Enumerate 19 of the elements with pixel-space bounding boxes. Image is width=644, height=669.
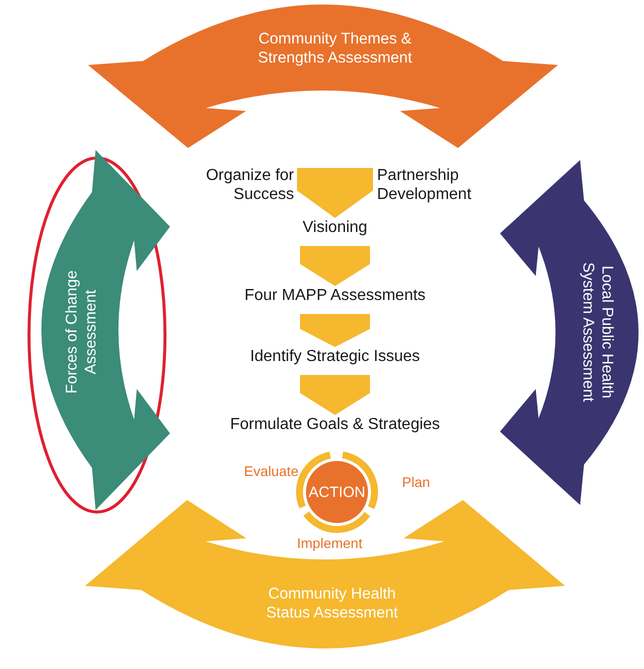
chevron-arrow — [297, 168, 373, 218]
step-label: Visioning — [302, 218, 368, 238]
stage-label: Community Themes & Strengths Assessment — [256, 30, 414, 68]
chevron-arrow — [300, 375, 370, 415]
step-label: Partnership Development — [377, 166, 472, 204]
cycle-step-label: Evaluate — [244, 463, 298, 479]
step-label: Four MAPP Assessments — [243, 286, 427, 306]
step-label: Formulate Goals & Strategies — [229, 415, 441, 434]
step-label: Organize for Success — [204, 166, 294, 204]
stage-label: Forces of Change Assessment — [62, 269, 101, 396]
cycle-step-label: Implement — [297, 535, 362, 551]
action-circle — [306, 461, 368, 523]
cycle-step-label: Plan — [402, 474, 430, 490]
action-label: ACTION — [308, 484, 366, 500]
chevron-arrow — [300, 246, 370, 286]
stage-label: Community Health Status Assessment — [265, 584, 399, 624]
chevron-arrow — [300, 314, 370, 347]
step-label: Identify Strategic Issues — [249, 347, 421, 366]
stage-label: Local Public Health System Assessment — [578, 261, 616, 404]
